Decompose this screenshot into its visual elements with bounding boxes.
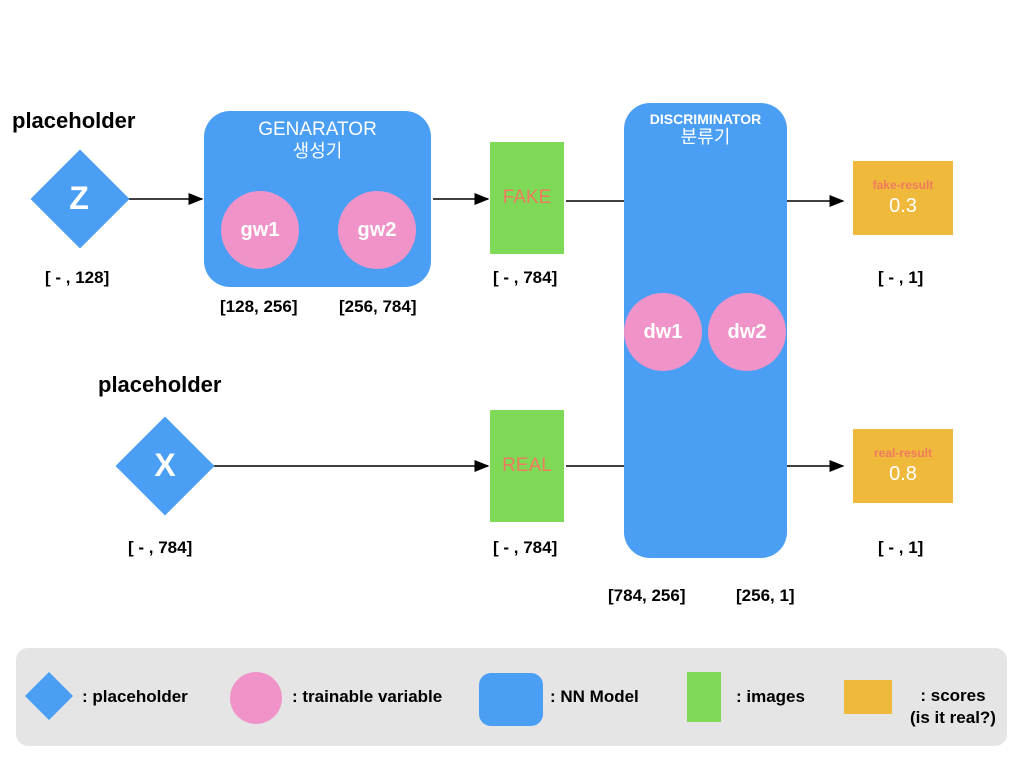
real-result-name: real-result [873, 446, 933, 460]
generator-subtitle: 생성기 [292, 140, 343, 161]
discriminator-weight-dw1: dw1 [624, 293, 702, 371]
generator-title-block: GENARATOR 생성기 [204, 119, 431, 162]
placeholder-z-shape: [ - , 128] [45, 268, 110, 287]
placeholder-z-title: placeholder [12, 108, 136, 133]
generator-model: GENARATOR 생성기 gw1 gw2 [204, 111, 431, 287]
real-result-value: 0.8 [889, 463, 917, 485]
legend-variable-icon [230, 672, 282, 724]
discriminator-weight-dw2: dw2 [708, 293, 786, 371]
fake-result-name: fake-result [872, 178, 934, 192]
legend-images-label: : images [736, 687, 805, 706]
generator-weight-gw2: gw2 [338, 191, 416, 269]
fake-result-value: 0.3 [889, 195, 917, 217]
fake-image: FAKE [490, 142, 564, 254]
legend: : placeholder : trainable variable : NN … [16, 648, 1007, 746]
discriminator-title: DISCRIMINATOR [649, 111, 762, 127]
legend-scores-icon [844, 680, 892, 714]
gw2-shape: [256, 784] [339, 297, 417, 316]
legend-images-icon [687, 672, 721, 722]
dw1-shape: [784, 256] [608, 586, 686, 605]
fake-result-box: fake-result 0.3 [853, 161, 953, 235]
generator-weight-gw1: gw1 [221, 191, 299, 269]
legend-model-icon [479, 673, 543, 726]
real-result-box: real-result 0.8 [853, 429, 953, 503]
legend-scores-line2: (is it real?) [910, 708, 996, 727]
fake-image-shape: [ - , 784] [493, 268, 558, 287]
fake-result-shape: [ - , 1] [878, 268, 924, 287]
placeholder-x-symbol: X [154, 447, 176, 483]
gw1-shape: [128, 256] [220, 297, 298, 316]
legend-placeholder-icon [24, 671, 74, 721]
legend-scores-line1: : scores [920, 686, 986, 705]
placeholder-x-shape: [ - , 784] [128, 538, 193, 557]
placeholder-z-symbol: Z [69, 180, 89, 216]
discriminator-title-block: DISCRIMINATOR 분류기 [624, 111, 787, 148]
legend-placeholder-label: : placeholder [82, 687, 188, 706]
legend-model-label: : NN Model [550, 687, 639, 706]
generator-title: GENARATOR [258, 119, 377, 140]
real-image: REAL [490, 410, 564, 522]
legend-scores-label: : scores (is it real?) [910, 685, 996, 729]
real-image-shape: [ - , 784] [493, 538, 558, 557]
placeholder-x-title: placeholder [98, 372, 222, 397]
legend-variable-label: : trainable variable [292, 687, 443, 706]
real-result-shape: [ - , 1] [878, 538, 924, 557]
discriminator-model: DISCRIMINATOR 분류기 dw1 dw2 [624, 103, 787, 558]
discriminator-subtitle: 분류기 [680, 127, 731, 148]
dw2-shape: [256, 1] [736, 586, 795, 605]
